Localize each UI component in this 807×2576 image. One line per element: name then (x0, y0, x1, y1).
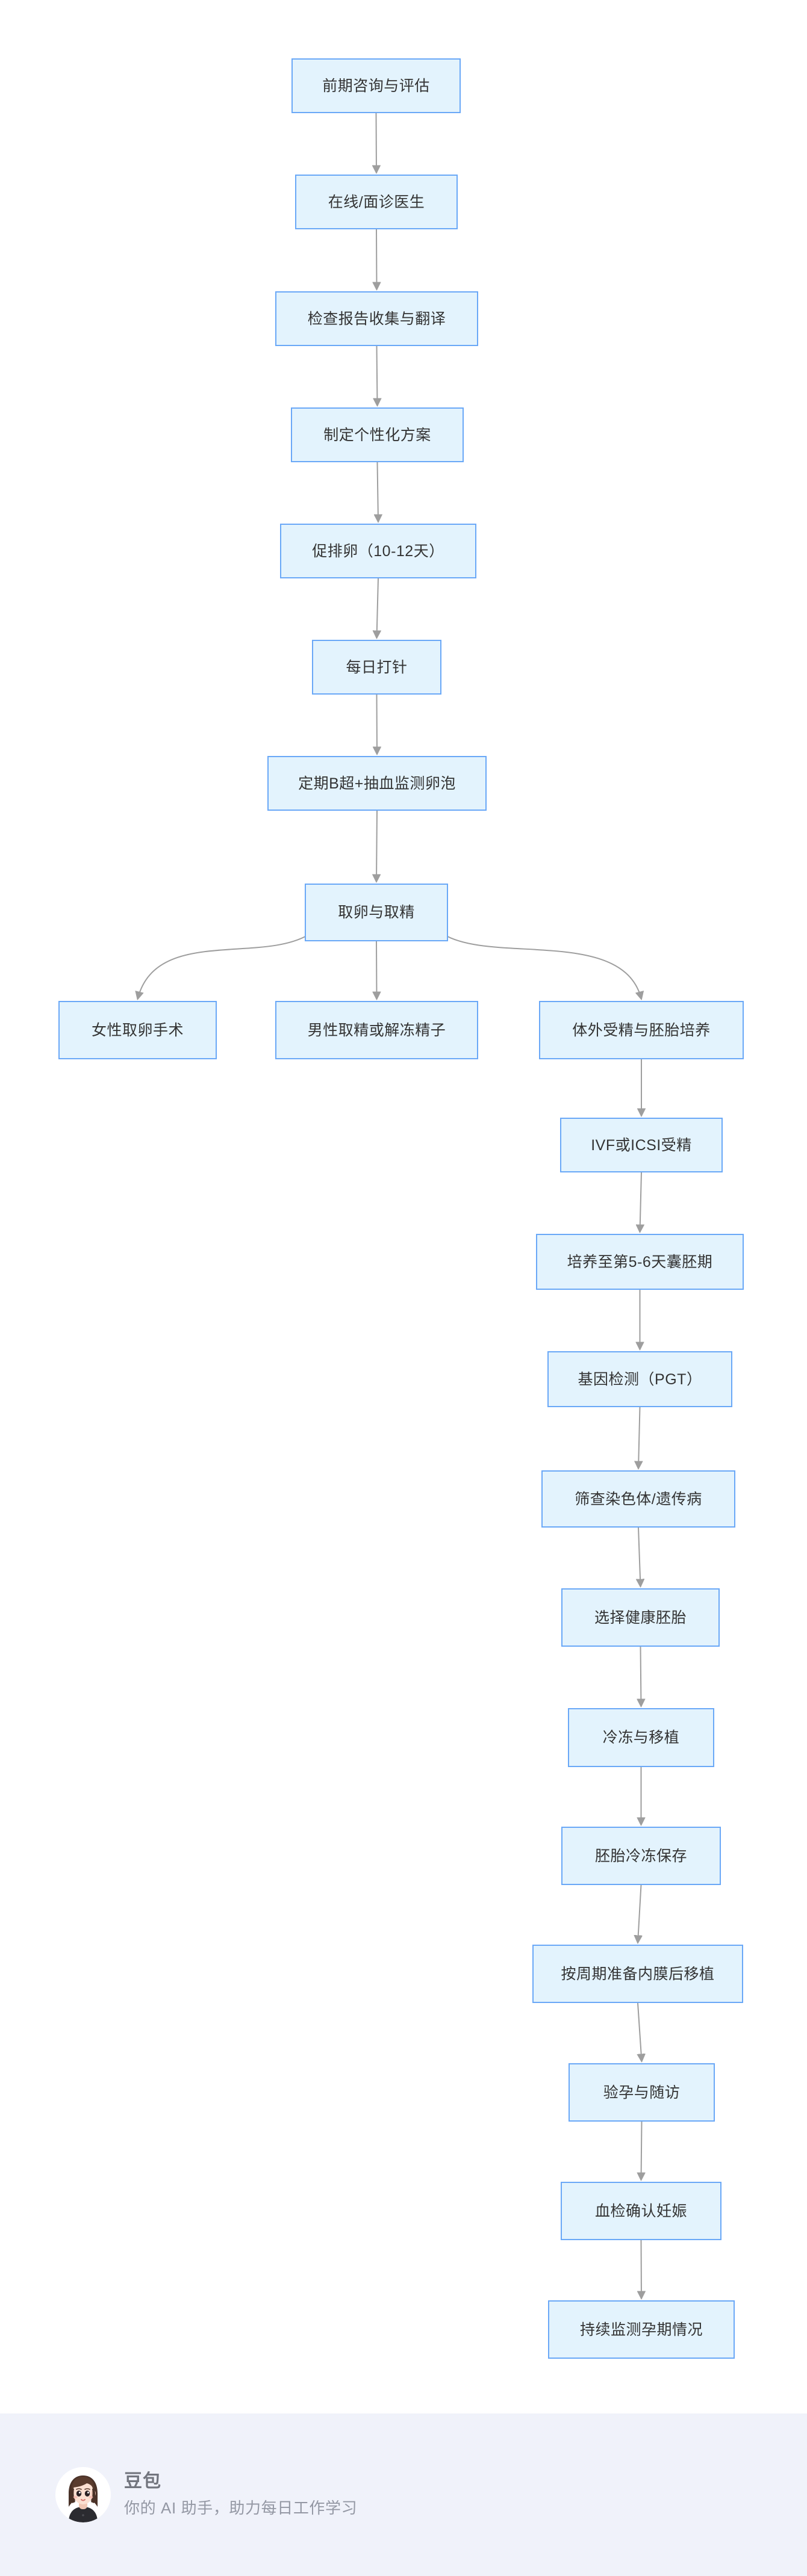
flow-node[interactable]: IVF或ICSI受精 (560, 1118, 723, 1172)
flow-node[interactable]: 每日打针 (312, 640, 441, 695)
flow-node[interactable]: 检查报告收集与翻译 (275, 291, 478, 346)
flow-node[interactable]: 冷冻与移植 (568, 1708, 714, 1767)
flow-edge (377, 694, 378, 754)
flow-node-label: 培养至第5-6天囊胚期 (567, 1253, 713, 1271)
flow-node[interactable]: 选择健康胚胎 (561, 1588, 720, 1647)
flow-node-label: 促排卵（10-12天） (312, 542, 444, 560)
flow-node-label: 体外受精与胚胎培养 (572, 1021, 711, 1039)
assistant-avatar-icon (55, 2467, 111, 2522)
flow-edge (640, 1172, 642, 1232)
flow-node-label: 男性取精或解冻精子 (307, 1021, 446, 1039)
flow-node[interactable]: 女性取卵手术 (58, 1001, 217, 1059)
flowchart-canvas: 前期咨询与评估在线/面诊医生检查报告收集与翻译制定个性化方案促排卵（10-12天… (0, 58, 807, 2413)
flow-node[interactable]: 验孕与随访 (569, 2063, 715, 2122)
flow-node-label: 前期咨询与评估 (322, 77, 430, 94)
flow-edge (376, 810, 377, 882)
flow-edge (376, 941, 377, 999)
flow-node-label: 在线/面诊医生 (328, 193, 425, 211)
assistant-brand-name: 豆包 (124, 2471, 161, 2492)
assistant-footer-bar: 豆包 你的 AI 助手，助力每日工作学习 (0, 2413, 807, 2576)
flow-node-label: 按周期准备内膜后移植 (561, 1965, 715, 1983)
flow-node[interactable]: 持续监测孕期情况 (548, 2300, 735, 2359)
flow-edge (638, 1884, 641, 1943)
flow-node[interactable]: 血检确认妊娠 (561, 2182, 721, 2240)
flow-node-label: 取卵与取精 (338, 904, 415, 921)
assistant-footer-text: 豆包 你的 AI 助手，助力每日工作学习 (124, 2469, 357, 2520)
flow-node[interactable]: 前期咨询与评估 (291, 58, 461, 113)
flow-node[interactable]: 体外受精与胚胎培养 (539, 1001, 744, 1059)
flow-node-label: 持续监测孕期情况 (579, 2321, 703, 2338)
flow-node-label: 选择健康胚胎 (594, 1609, 687, 1626)
flow-node[interactable]: 胚胎冷冻保存 (561, 1827, 721, 1885)
flow-edge (138, 933, 310, 999)
flow-node[interactable]: 促排卵（10-12天） (280, 524, 476, 578)
flow-node-label: 基因检测（PGT） (578, 1370, 702, 1388)
flow-node-label: 验孕与随访 (603, 2084, 681, 2101)
flow-node-label: IVF或ICSI受精 (591, 1136, 692, 1154)
flow-node-label: 每日打针 (346, 658, 408, 676)
flow-edge (378, 462, 379, 522)
flow-edge (641, 2121, 642, 2180)
flow-node-label: 血检确认妊娠 (594, 2202, 687, 2220)
flow-node[interactable]: 制定个性化方案 (291, 407, 464, 462)
flow-node[interactable]: 男性取精或解冻精子 (275, 1001, 478, 1059)
flow-node-label: 检查报告收集与翻译 (307, 310, 446, 327)
flow-node[interactable]: 取卵与取精 (305, 884, 448, 941)
flow-edge (638, 1407, 640, 1469)
flow-edge (641, 2240, 642, 2299)
flow-node-label: 冷冻与移植 (602, 1729, 680, 1746)
flow-edge (376, 113, 377, 173)
flow-node[interactable]: 培养至第5-6天囊胚期 (536, 1234, 744, 1290)
flow-edge (443, 933, 641, 999)
assistant-tagline: 你的 AI 助手，助力每日工作学习 (124, 2498, 358, 2517)
flow-node[interactable]: 基因检测（PGT） (547, 1351, 732, 1407)
flow-edge (377, 578, 379, 638)
flow-node-label: 筛查染色体/遗传病 (575, 1490, 702, 1508)
flow-edge (638, 2002, 642, 2061)
flow-node-label: 胚胎冷冻保存 (594, 1847, 687, 1865)
flow-node[interactable]: 定期B超+抽血监测卵泡 (267, 756, 487, 811)
flow-node[interactable]: 在线/面诊医生 (295, 175, 458, 229)
flow-node[interactable]: 按周期准备内膜后移植 (532, 1945, 743, 2003)
flow-node[interactable]: 筛查染色体/遗传病 (541, 1470, 735, 1528)
flowchart-edge-layer (0, 113, 807, 2413)
flow-edge (638, 1527, 641, 1587)
flow-edge (376, 229, 377, 289)
flow-node-label: 女性取卵手术 (91, 1021, 184, 1039)
flow-edge (377, 345, 378, 406)
flow-node-label: 制定个性化方案 (323, 426, 431, 444)
flow-node-label: 定期B超+抽血监测卵泡 (298, 775, 456, 792)
